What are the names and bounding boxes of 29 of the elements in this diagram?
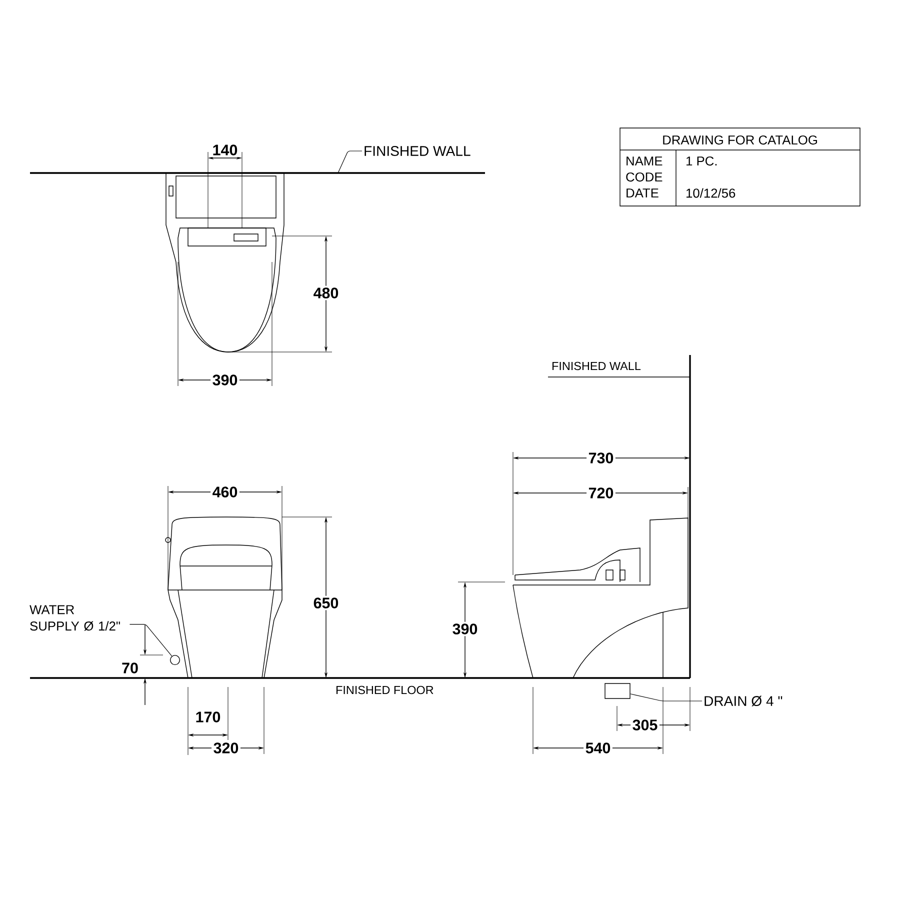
dimension-value: 390 bbox=[450, 622, 480, 636]
leader-line bbox=[630, 694, 702, 702]
table-header: DRAWING FOR CATALOG bbox=[663, 135, 817, 145]
leader-label: FINISHED WALL bbox=[364, 146, 470, 156]
drain-pipe bbox=[604, 683, 630, 699]
wall-label: FINISHED WALL bbox=[552, 362, 641, 370]
dimension-value: 720 bbox=[586, 486, 616, 500]
dimension-value: 320 bbox=[212, 740, 240, 756]
leader-label: DRAIN Ø 4 " bbox=[704, 696, 782, 706]
leader-line bbox=[338, 150, 362, 174]
dimension-value: 480 bbox=[312, 286, 340, 300]
table-cell: NAME bbox=[626, 156, 662, 166]
dimension-value: 70 bbox=[122, 662, 138, 674]
table-cell: 1 PC. bbox=[686, 156, 717, 166]
table-cell: CODE bbox=[626, 172, 662, 182]
floor-label: FINISHED FLOOR bbox=[336, 686, 434, 694]
leader-line bbox=[129, 624, 172, 656]
table-cell: 10/12/56 bbox=[686, 188, 736, 198]
dimension-value: 170 bbox=[194, 710, 222, 724]
dimension-value: 730 bbox=[586, 450, 616, 466]
leader-label: WATER SUPPLY Ø 1/2" bbox=[30, 605, 120, 631]
dimension-value: 305 bbox=[630, 718, 660, 732]
dimension-value: 540 bbox=[584, 740, 612, 756]
dimension-value: 460 bbox=[210, 484, 240, 500]
dimension-value: 140 bbox=[210, 142, 240, 158]
dimension-value: 650 bbox=[312, 596, 340, 610]
table-cell: DATE bbox=[626, 188, 658, 198]
dimension-value: 390 bbox=[210, 372, 240, 388]
supply-pipe bbox=[170, 654, 180, 666]
